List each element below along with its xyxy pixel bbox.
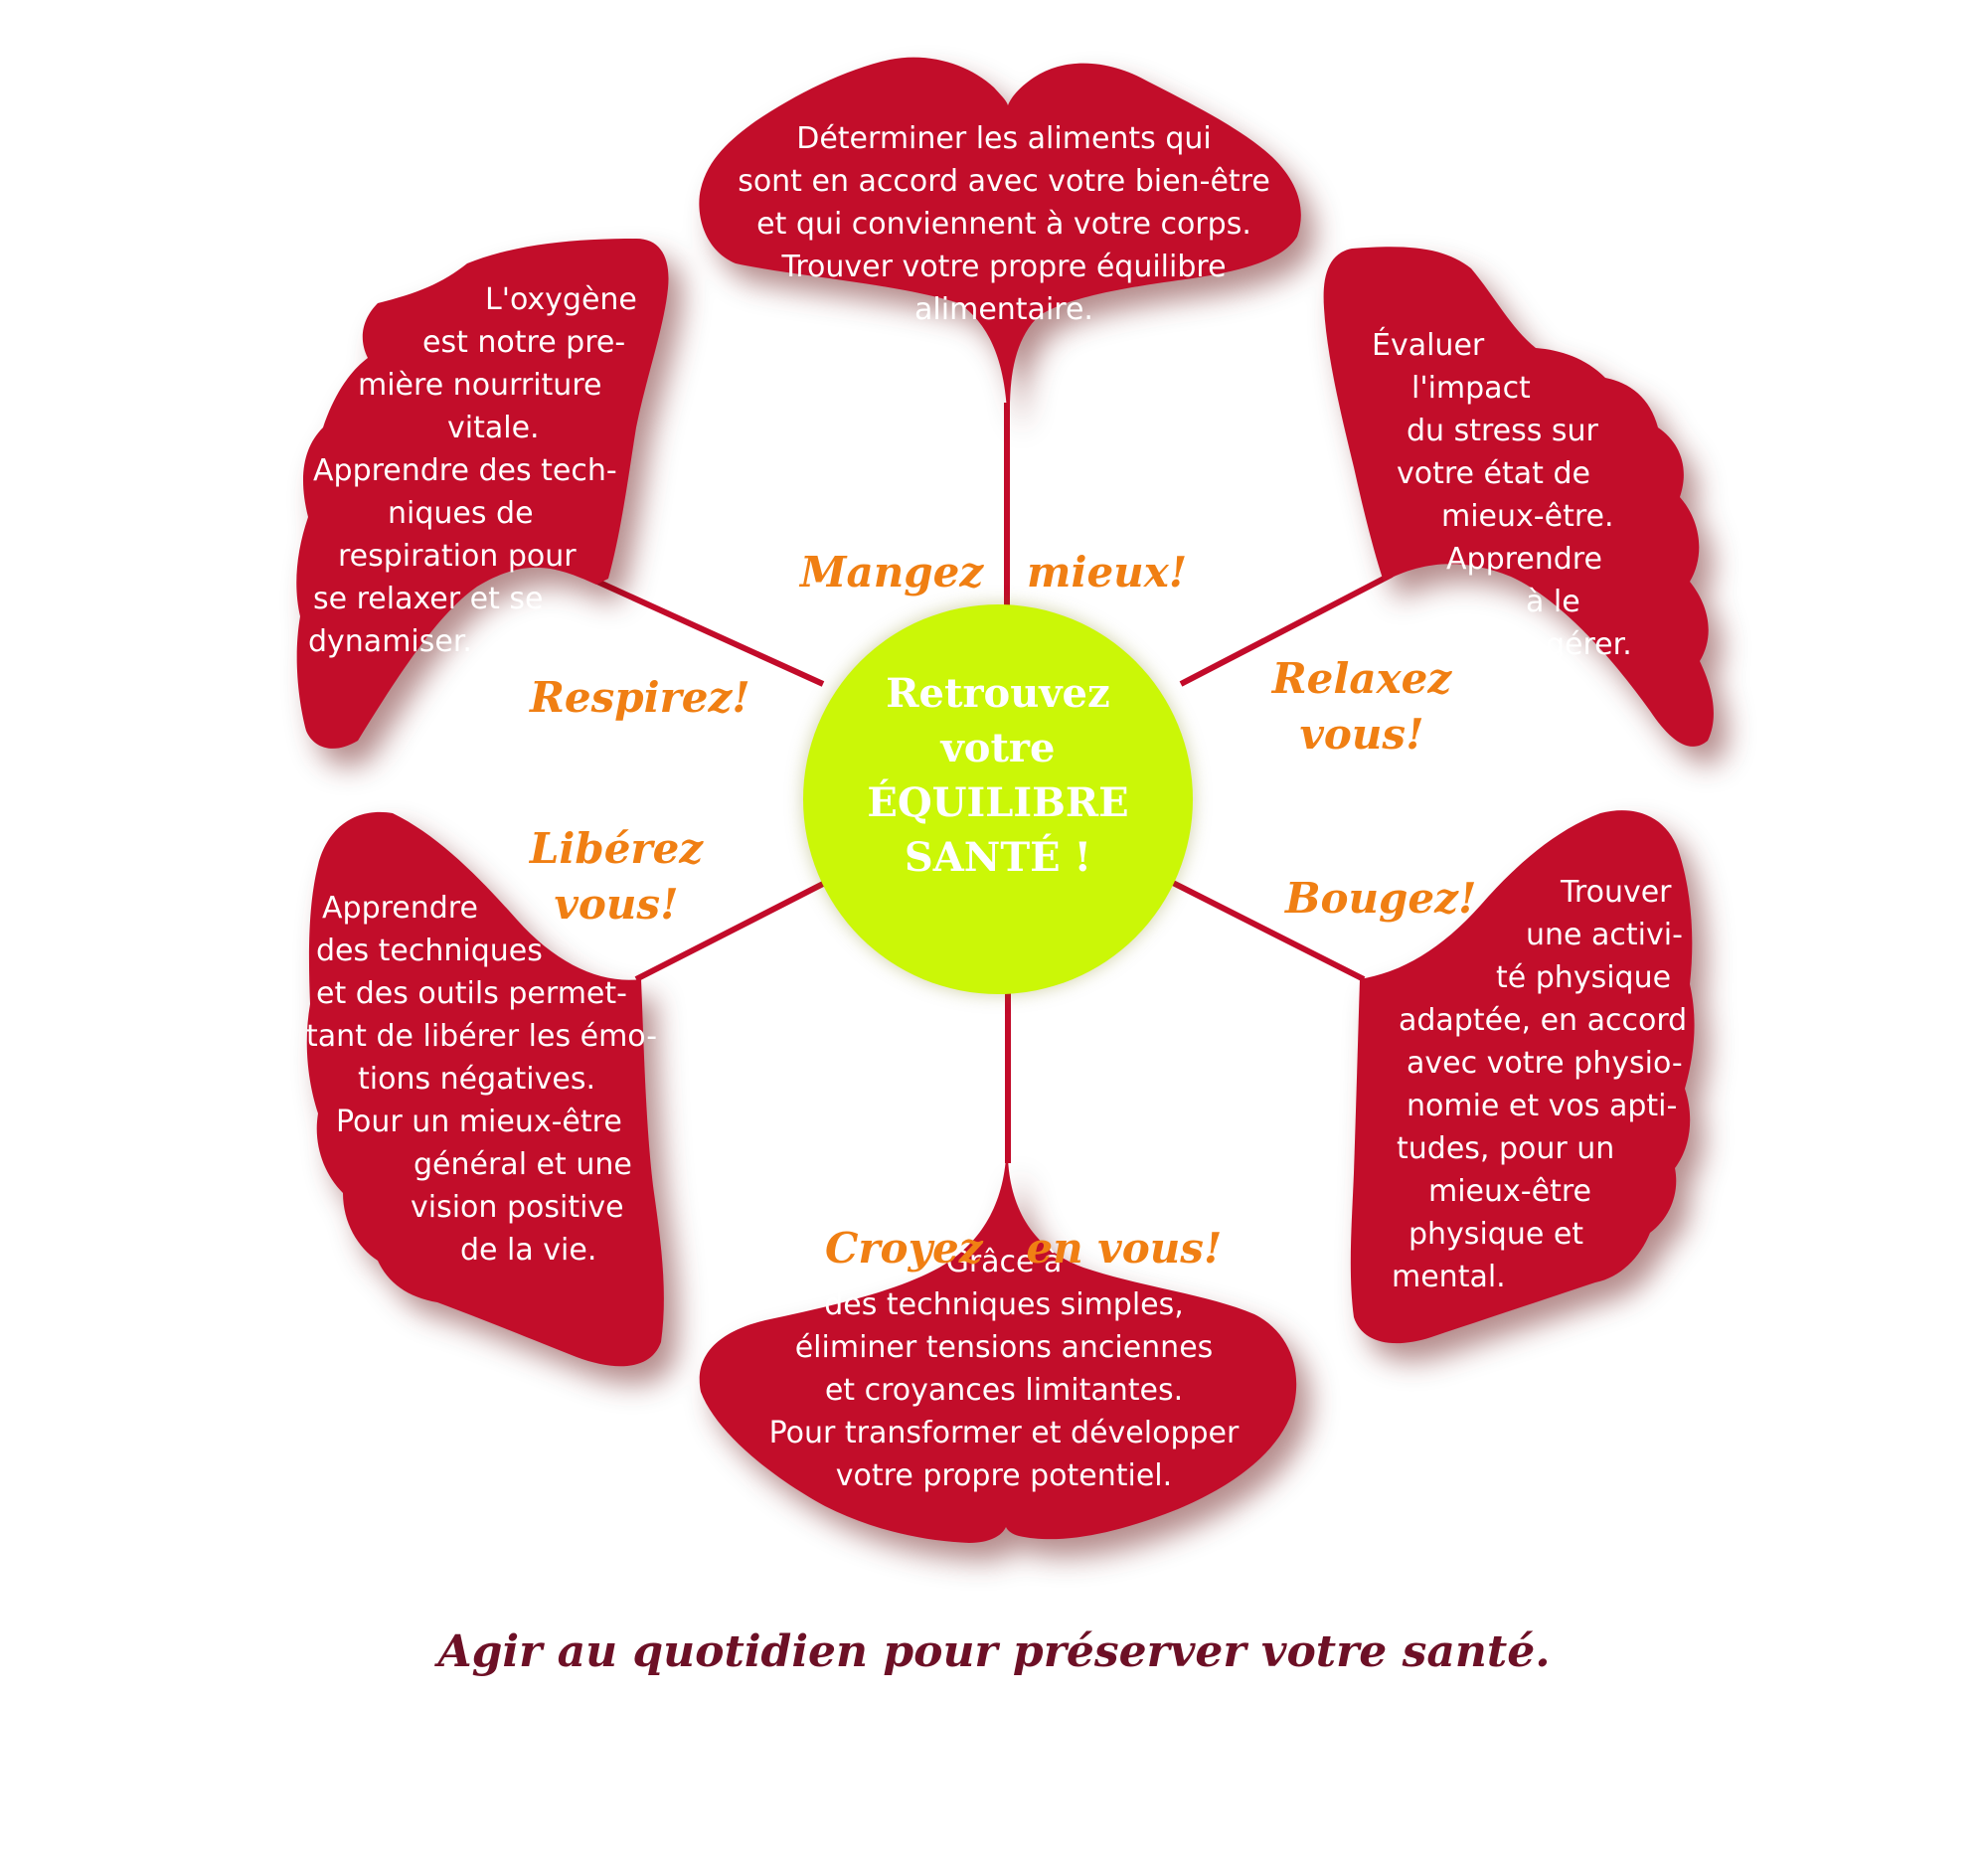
petal-text-line: est notre pre- bbox=[422, 325, 626, 360]
petal-upper-right-text: Évaluer l'impact du stress sur votre éta… bbox=[1372, 324, 1670, 666]
petal-text-line: nomie et vos apti- bbox=[1407, 1089, 1678, 1123]
center-circle bbox=[803, 604, 1193, 994]
petal-text-line: et croyances limitantes. bbox=[824, 1373, 1184, 1408]
label-line: Croyez en vous! bbox=[825, 1224, 1223, 1273]
petal-text-line: respiration pour bbox=[338, 539, 577, 574]
leaf-lower-left bbox=[306, 811, 664, 1367]
label-line: Relaxez bbox=[1271, 654, 1452, 703]
petal-text-line: Trouver votre propre équilibre bbox=[781, 250, 1227, 284]
stem-upper-right bbox=[1179, 572, 1394, 687]
petal-text-line: et des outils permet- bbox=[316, 976, 627, 1011]
petal-text-line: mieux-être bbox=[1428, 1174, 1591, 1209]
petal-text-line: avec votre physio- bbox=[1407, 1046, 1683, 1081]
petal-text-line: mière nourriture bbox=[358, 368, 602, 403]
petal-text-line: tudes, pour un bbox=[1397, 1131, 1615, 1166]
tagline: Agir au quotidien pour préserver votre s… bbox=[437, 1626, 1551, 1677]
petal-text-line: adaptée, en accord bbox=[1399, 1003, 1688, 1038]
petal-text-line: du stress sur bbox=[1407, 414, 1598, 448]
stem-lower-left bbox=[634, 880, 827, 982]
stem-lower-right bbox=[1171, 880, 1366, 982]
petal-text-line: vision positive bbox=[411, 1190, 624, 1225]
label-line: Respirez! bbox=[530, 673, 750, 722]
petal-text-line: Trouver bbox=[1561, 875, 1672, 910]
label-liberez-vous: Libérez vous! bbox=[517, 821, 716, 933]
center-title: Retrouvez votre ÉQUILIBRE SANTÉ ! bbox=[803, 666, 1193, 885]
petal-lower-right-text: Trouver une activi- té physique adaptée,… bbox=[1387, 871, 1715, 1298]
petal-text-line: physique et bbox=[1408, 1217, 1584, 1252]
petal-text-line: général et une bbox=[414, 1147, 632, 1182]
petal-text-line: Pour un mieux-être bbox=[336, 1105, 622, 1139]
petal-text-line: gérer. bbox=[1546, 627, 1632, 662]
petal-text-line: Apprendre des tech- bbox=[313, 453, 617, 488]
petal-text-line: l'impact bbox=[1411, 371, 1531, 406]
label-line: Mangez mieux! bbox=[800, 548, 1188, 596]
petal-text-line: tant de libérer les émo- bbox=[306, 1019, 658, 1054]
petal-text-line: Évaluer bbox=[1372, 328, 1485, 363]
petal-bottom-text: Grâce à des techniques simples, éliminer… bbox=[736, 1241, 1272, 1497]
petal-text-line: des techniques simples, bbox=[824, 1287, 1184, 1322]
leaf-top bbox=[699, 57, 1301, 411]
petal-text-line: Apprendre bbox=[1446, 542, 1602, 577]
petal-text-line: votre propre potentiel. bbox=[835, 1458, 1173, 1493]
label-line: Libérez bbox=[529, 824, 704, 873]
label-mangez-mieux: Mangez mieux! bbox=[800, 433, 1187, 656]
center-line: ÉQUILIBRE bbox=[867, 779, 1129, 826]
petal-text-line: L'oxygène bbox=[485, 282, 637, 317]
petal-text-line: Déterminer les aliments qui bbox=[796, 121, 1212, 156]
stems bbox=[584, 403, 1394, 1163]
petal-text-line: mental. bbox=[1392, 1260, 1506, 1294]
leaf-upper-left bbox=[296, 239, 669, 749]
label-line: vous! bbox=[1299, 710, 1424, 759]
petal-text-line: Pour transformer et développer bbox=[768, 1416, 1240, 1450]
petal-text-line: vitale. bbox=[447, 411, 540, 445]
petal-text-line: de la vie. bbox=[460, 1233, 597, 1268]
leaf-lower-right bbox=[1350, 810, 1695, 1344]
label-line: Bougez! bbox=[1285, 874, 1477, 923]
petal-text-line: alimentaire. bbox=[914, 292, 1093, 327]
petal-text-line: Grâce à bbox=[945, 1245, 1063, 1279]
stem-upper-left bbox=[584, 574, 825, 687]
leaf-bottom bbox=[699, 1158, 1297, 1543]
petal-text-line: éliminer tensions anciennes bbox=[794, 1330, 1214, 1365]
leaf-upper-right bbox=[1323, 247, 1714, 747]
label-croyez-en-vous: Croyez en vous! bbox=[825, 1109, 1222, 1332]
petal-upper-left-text: L'oxygène est notre pre- mière nourritur… bbox=[308, 278, 646, 663]
petal-lower-left-text: Apprendre des techniques et des outils p… bbox=[306, 887, 658, 1272]
center-line: Retrouvez bbox=[886, 670, 1110, 717]
petal-text-line: Apprendre bbox=[322, 891, 478, 926]
label-line: vous! bbox=[554, 880, 679, 929]
center-line: votre bbox=[940, 725, 1056, 771]
label-respirez: Respirez! bbox=[530, 670, 750, 726]
petal-text-line: une activi- bbox=[1526, 918, 1683, 952]
petal-text-line: se relaxer et se bbox=[313, 582, 544, 616]
label-bougez: Bougez! bbox=[1285, 871, 1476, 927]
petal-text-line: dynamiser. bbox=[308, 624, 472, 659]
petal-text-line: à le bbox=[1526, 585, 1580, 619]
petal-top-text: Déterminer les aliments qui sont en acco… bbox=[726, 117, 1282, 331]
petal-text-line: tions négatives. bbox=[358, 1062, 596, 1097]
label-relaxez-vous: Relaxez vous! bbox=[1262, 651, 1461, 763]
petal-text-line: votre état de bbox=[1397, 456, 1590, 491]
petal-text-line: té physique bbox=[1496, 960, 1672, 995]
petal-text-line: des techniques bbox=[316, 934, 543, 968]
petal-text-line: sont en accord avec votre bien-être bbox=[738, 164, 1270, 199]
center-line: SANTÉ ! bbox=[904, 834, 1092, 881]
petal-text-line: et qui conviennent à votre corps. bbox=[756, 207, 1251, 242]
petal-text-line: mieux-être. bbox=[1441, 499, 1614, 534]
petal-text-line: niques de bbox=[388, 496, 534, 531]
